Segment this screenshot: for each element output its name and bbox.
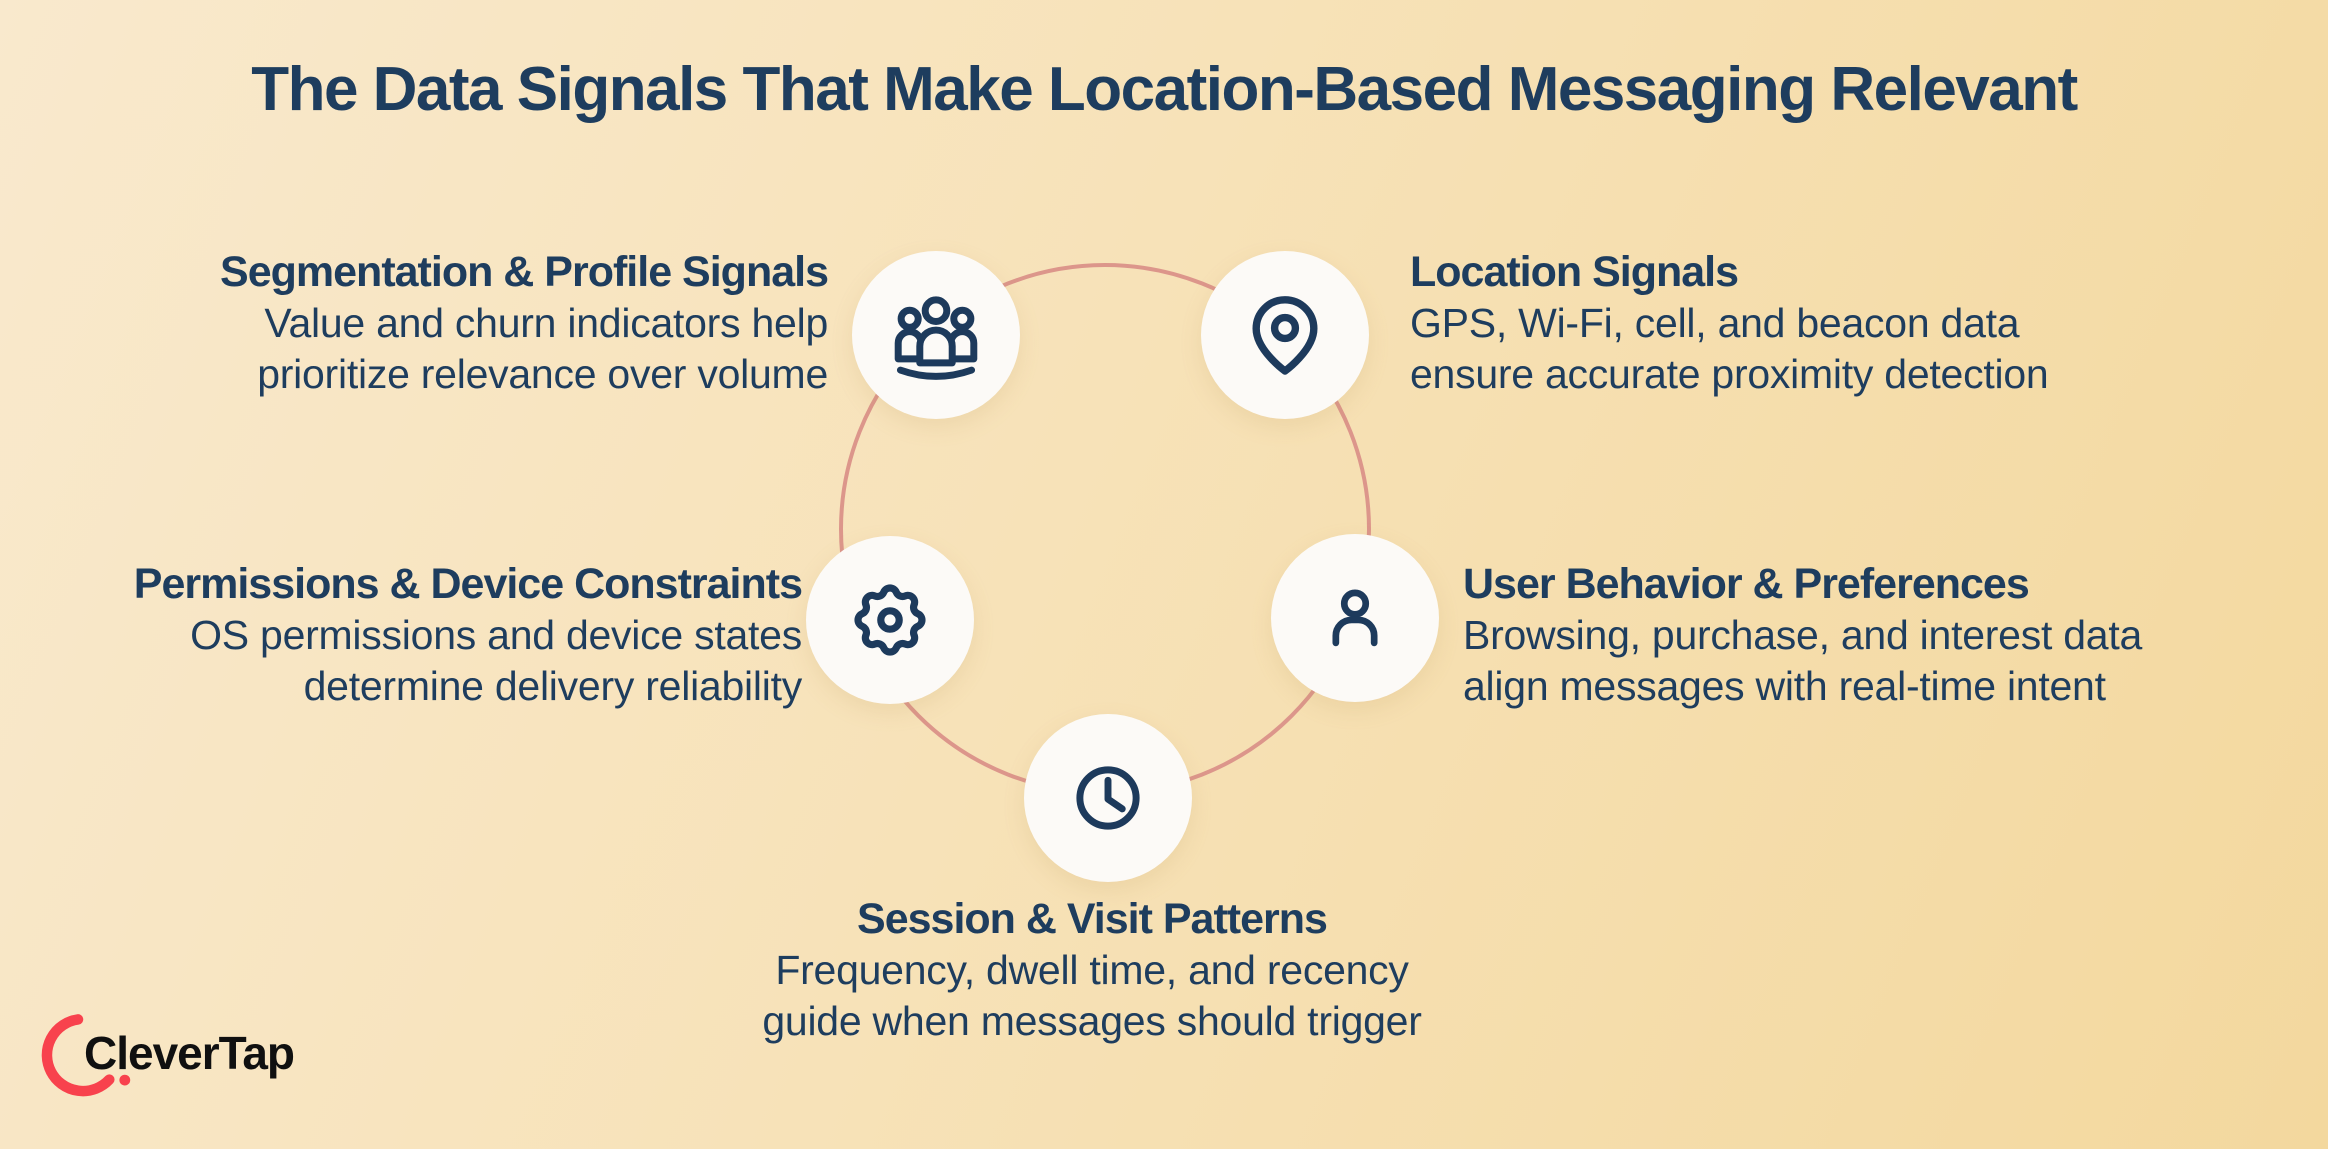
signal-heading: User Behavior & Preferences: [1463, 560, 2030, 608]
signal-segmentation: Segmentation & Profile Signals Value and…: [220, 247, 829, 400]
clevertap-logo-text: CleverTap: [84, 1027, 295, 1079]
signal-line: Browsing, purchase, and interest data: [1463, 612, 2143, 658]
signal-location: Location Signals GPS, Wi-Fi, cell, and b…: [1410, 247, 2049, 400]
signal-line: ensure accurate proximity detection: [1410, 351, 2049, 397]
signal-heading: Session & Visit Patterns: [857, 895, 1328, 943]
signal-line: Frequency, dwell time, and recency: [775, 947, 1409, 993]
clock-icon: [1063, 753, 1153, 843]
signal-line: guide when messages should trigger: [762, 998, 1422, 1044]
signal-line: determine delivery reliability: [303, 663, 803, 709]
signal-heading: Location Signals: [1410, 248, 1739, 296]
signal-session: Session & Visit Patterns Frequency, dwel…: [0, 894, 2184, 1047]
signal-behavior: User Behavior & Preferences Browsing, pu…: [1463, 559, 2142, 712]
signal-heading: Permissions & Device Constraints: [133, 560, 803, 608]
signal-heading: Segmentation & Profile Signals: [220, 248, 829, 296]
gear-icon: [842, 572, 938, 668]
group-icon: [882, 281, 990, 389]
signal-line: Value and churn indicators help: [264, 300, 828, 346]
clevertap-logo: CleverTap: [40, 1000, 360, 1120]
node-permissions: [806, 536, 974, 704]
page-title: The Data Signals That Make Location-Base…: [251, 55, 2078, 124]
signal-line: prioritize relevance over volume: [257, 351, 828, 397]
node-location: [1201, 251, 1369, 419]
signal-line: GPS, Wi-Fi, cell, and beacon data: [1410, 300, 2020, 346]
person-icon: [1309, 572, 1401, 664]
node-segmentation: [852, 251, 1020, 419]
map-pin-icon: [1237, 287, 1333, 383]
signal-line: OS permissions and device states: [190, 612, 802, 658]
node-behavior: [1271, 534, 1439, 702]
signal-permissions: Permissions & Device Constraints OS perm…: [133, 559, 803, 712]
node-session: [1024, 714, 1192, 882]
signal-line: align messages with real-time intent: [1463, 663, 2106, 709]
